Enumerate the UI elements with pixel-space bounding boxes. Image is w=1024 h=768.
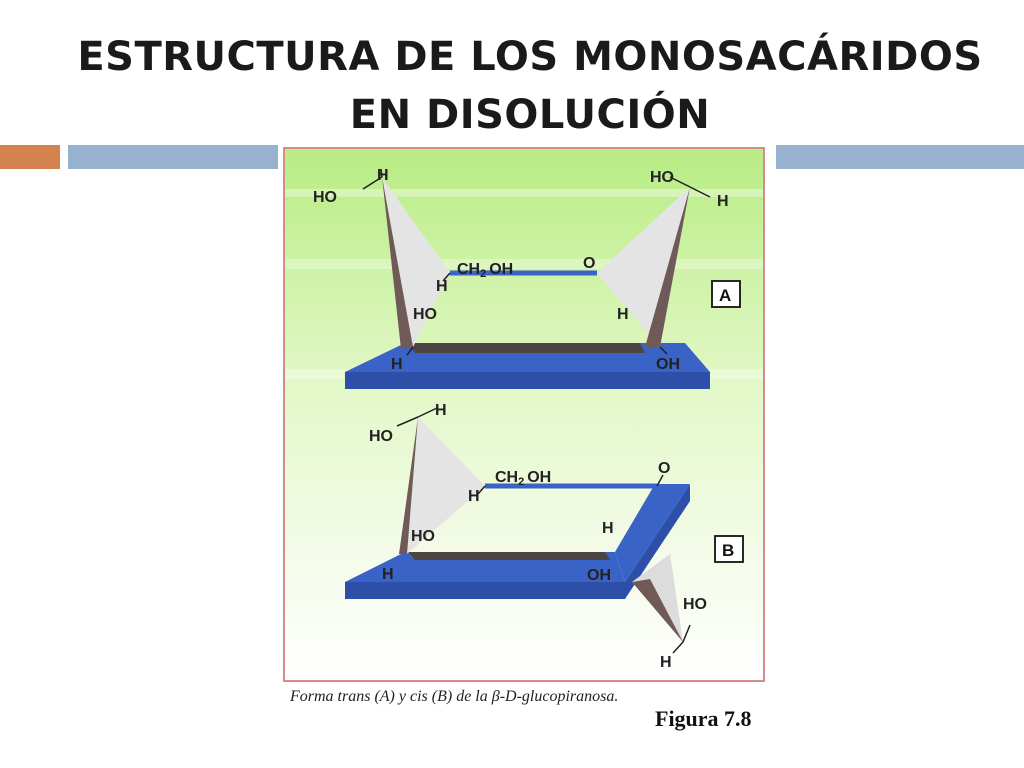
- panel-b-h-top: H: [435, 402, 447, 419]
- panel-a-left-flap-light: [382, 177, 450, 347]
- panel-a-ho-top-left: HO: [313, 189, 337, 206]
- header-accent-blue-left: [68, 145, 278, 169]
- panel-a-box-label: A: [719, 286, 731, 305]
- panel-a-h-bottom-left: H: [391, 356, 403, 373]
- panel-a-h-right: H: [617, 306, 629, 323]
- panel-a-h-top-right: H: [717, 193, 729, 210]
- panel-b-h-bottom-left: H: [382, 566, 394, 583]
- panel-b-h-right: H: [602, 520, 614, 537]
- panel-b-left-flap-dark: [399, 417, 418, 554]
- title-line-1: ESTRUCTURA DE LOS MONOSACÁRIDOS: [77, 34, 983, 80]
- panel-b-ho-left: HO: [411, 528, 435, 545]
- header-accent-blue-right: [776, 145, 1024, 169]
- panel-a-right-flap-dark: [645, 187, 690, 347]
- figure-number: Figura 7.8: [655, 706, 752, 731]
- panel-b-box: B: [714, 535, 744, 563]
- panel-a-h-top-left: H: [377, 167, 389, 184]
- panel-a-slab-side: [345, 372, 710, 389]
- panel-b-right-flap-dark: [632, 579, 683, 642]
- header-accent-orange: [0, 145, 60, 169]
- panel-a-ho-left: HO: [413, 306, 437, 323]
- panel-b-oh-bottom: OH: [587, 567, 611, 584]
- panel-b-h-bottom-right: H: [660, 654, 672, 671]
- panel-a-h-ring-left: H: [436, 278, 448, 295]
- panel-b-h-ring-left: H: [468, 488, 480, 505]
- panel-b-ho-top: HO: [369, 428, 393, 445]
- panel-a-ho-top-right: HO: [650, 169, 674, 186]
- panel-a-o-ring: O: [583, 255, 595, 272]
- panel-a-box: A: [711, 280, 741, 308]
- panel-b-left-flap-light: [407, 417, 485, 554]
- panel-b-slab-wing: [615, 484, 690, 582]
- figure-caption: Forma trans (A) y cis (B) de la β-D-gluc…: [290, 688, 619, 705]
- panel-b-box-label: B: [722, 541, 734, 560]
- title-line-2: EN DISOLUCIÓN: [349, 92, 711, 138]
- panel-b-ho-bottom-right: HO: [683, 596, 707, 613]
- panel-a-oh-bottom-right: OH: [656, 356, 680, 373]
- slide-title: ESTRUCTURA DE LOS MONOSACÁRIDOS EN DISOL…: [60, 28, 1000, 144]
- panel-a-left-flap-dark: [382, 177, 413, 349]
- panel-b-o-ring: O: [658, 460, 670, 477]
- panel-b-slab-side: [345, 582, 625, 599]
